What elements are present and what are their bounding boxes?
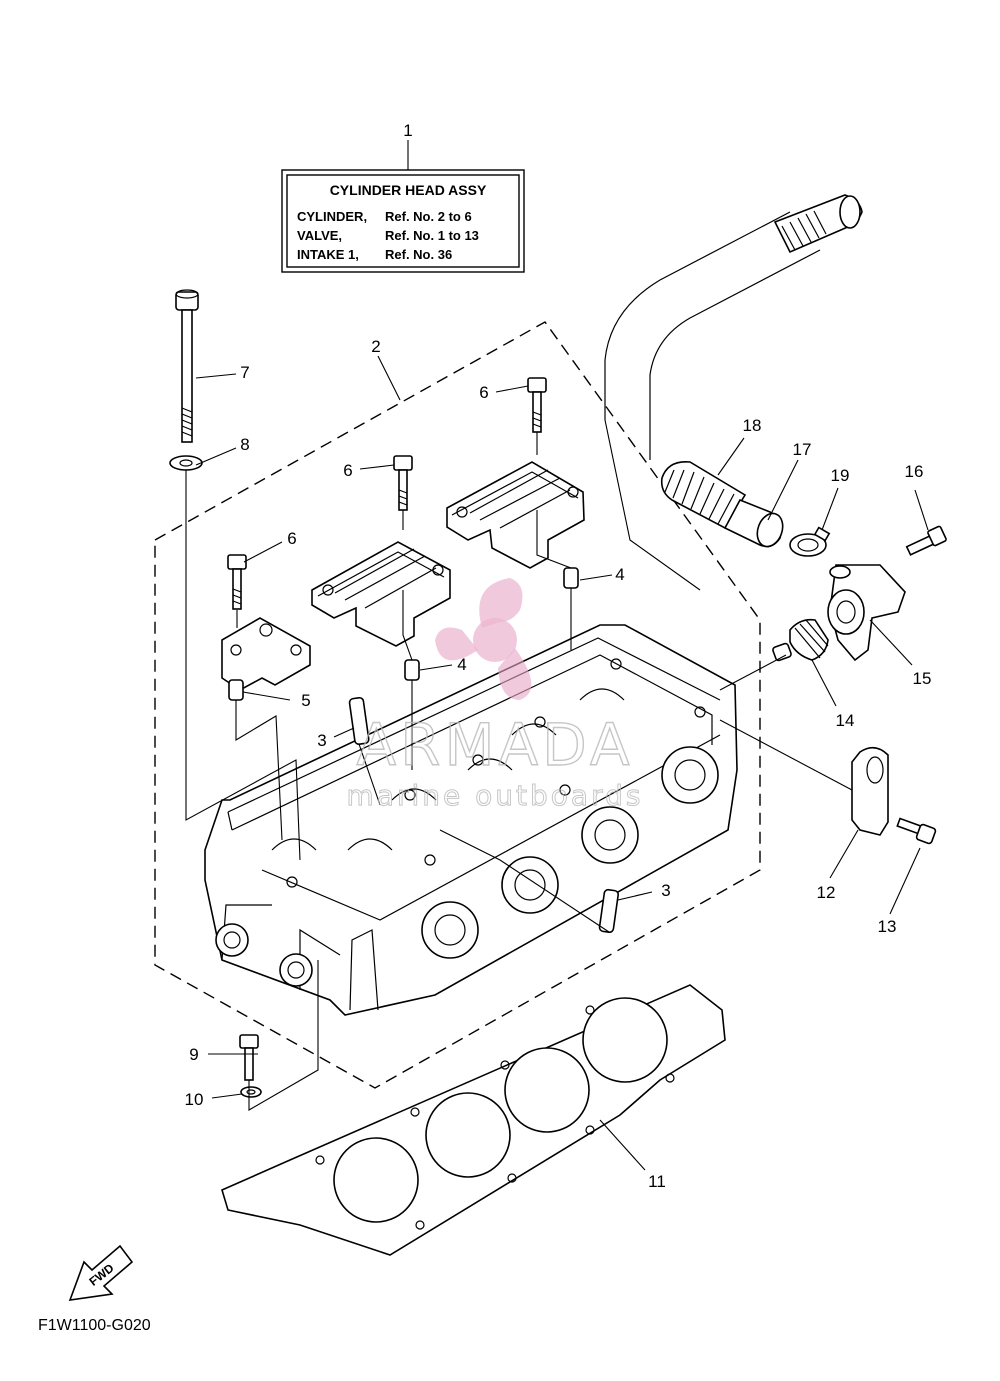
cylinder-assy-outline [154, 321, 761, 1089]
callout-18: 18 [743, 416, 762, 435]
callout-2: 2 [371, 337, 380, 356]
callout-7: 7 [240, 363, 249, 382]
bolt-13 [896, 817, 937, 845]
callout-1: 1 [403, 121, 412, 140]
callout-16: 16 [905, 462, 924, 481]
assy-box-title: CYLINDER HEAD ASSY [330, 182, 487, 198]
hose-bellows [660, 461, 784, 548]
small-washer [240, 1086, 262, 1098]
callout-17: 17 [793, 440, 812, 459]
cam-cap-bolt-left [227, 554, 247, 610]
watermark-brand: ARMADA [356, 711, 633, 779]
camshaft-cap-small [221, 617, 311, 691]
bracket-plate [851, 746, 889, 836]
callout-6-middle: 6 [343, 461, 352, 480]
figure-code: F1W1100-G020 [38, 1317, 151, 1334]
bolt-16 [905, 525, 947, 556]
callout-3-right: 3 [661, 881, 670, 900]
callout-5: 5 [301, 691, 310, 710]
callout-4-right: 4 [615, 565, 624, 584]
callout-8: 8 [240, 435, 249, 454]
fwd-arrow-icon: FWD [68, 1244, 134, 1301]
watermark: ARMADA marine outboards [346, 578, 644, 813]
callout-12: 12 [817, 883, 836, 902]
assy-row-3-ref: Ref. No. 36 [385, 247, 452, 262]
camshaft-cap-middle [311, 541, 451, 647]
cam-cap-bolt-right [527, 377, 547, 433]
assy-row-2-ref: Ref. No. 1 to 13 [385, 228, 479, 243]
callout-13: 13 [878, 917, 897, 936]
cylinder-head [204, 624, 738, 1016]
long-bolt [175, 289, 199, 443]
callout-19: 19 [831, 466, 850, 485]
callout-11: 11 [648, 1172, 666, 1191]
callout-15: 15 [913, 669, 932, 688]
thermostat-cover [827, 564, 906, 662]
callout-6-right: 6 [479, 383, 488, 402]
callout-6-left: 6 [287, 529, 296, 548]
propeller-logo-icon [435, 578, 532, 700]
assy-row-3-name: INTAKE 1, [297, 247, 359, 262]
callout-3-left: 3 [317, 731, 326, 750]
camshaft-cap-right [446, 461, 585, 569]
small-bolt [239, 1034, 259, 1081]
cam-cap-bolt-middle [393, 455, 413, 511]
washer [169, 455, 203, 471]
leader-lines [185, 140, 929, 1171]
water-hose [604, 194, 863, 460]
valve-guides [348, 696, 619, 934]
assy-info-box: CYLINDER HEAD ASSY CYLINDER, Ref. No. 2 … [281, 169, 525, 273]
callout-10: 10 [185, 1090, 204, 1109]
head-gasket [221, 984, 726, 1256]
callout-9: 9 [189, 1045, 198, 1064]
assy-row-1-ref: Ref. No. 2 to 6 [385, 209, 472, 224]
callout-4-middle: 4 [457, 655, 466, 674]
assy-row-2-name: VALVE, [297, 228, 342, 243]
hose-clamp [789, 526, 831, 557]
callout-numbers: 1 2 7 8 6 6 6 4 4 5 3 3 9 10 11 12 13 14… [185, 121, 932, 1191]
watermark-tagline: marine outboards [347, 779, 644, 812]
thermostat [772, 618, 829, 662]
callout-14: 14 [836, 711, 855, 730]
assy-row-1-name: CYLINDER, [297, 209, 367, 224]
